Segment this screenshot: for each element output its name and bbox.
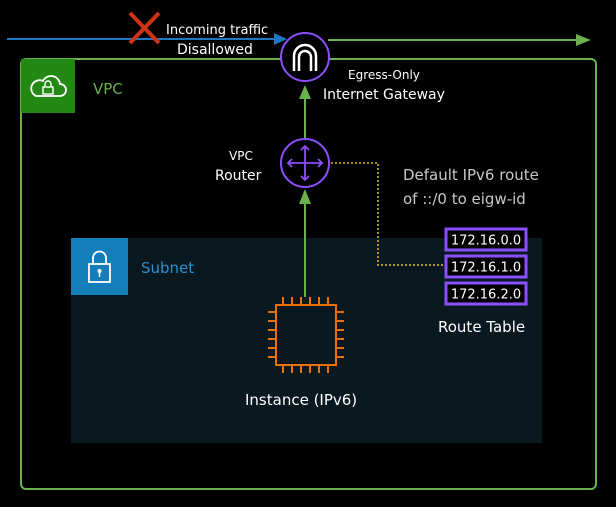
route-entry: 172.16.2.0 xyxy=(444,281,528,306)
disallowed-label: Disallowed xyxy=(177,42,253,58)
subnet-label: Subnet xyxy=(141,259,194,277)
router-icon xyxy=(280,138,330,188)
route-entry: 172.16.0.0 xyxy=(444,227,528,252)
gateway-label-line1: Egress-Only xyxy=(348,68,420,82)
route-dotted-line xyxy=(331,162,445,266)
cloud-lock-icon xyxy=(21,59,75,113)
egress-arrowhead xyxy=(576,34,591,46)
instance-label: Instance (IPv6) xyxy=(245,391,357,409)
gateway-icon xyxy=(280,32,330,82)
route-table-label: Route Table xyxy=(438,318,525,336)
vpc-label: VPC xyxy=(93,80,123,98)
route-note-line1: Default IPv6 route xyxy=(403,166,539,184)
router-label-line2: Router xyxy=(215,168,262,184)
gateway-label-line2: Internet Gateway xyxy=(323,87,445,103)
instance-to-router-arrowhead xyxy=(299,189,311,204)
route-note-line2: of ::/0 to eigw-id xyxy=(403,190,526,208)
route-entry-text: 172.16.2.0 xyxy=(451,288,521,303)
router-label-line1: VPC xyxy=(229,149,253,163)
route-table: 172.16.0.0 172.16.1.0 172.16.2.0 xyxy=(444,227,528,306)
router-to-gateway-arrowhead xyxy=(299,85,311,99)
route-entry-text: 172.16.0.0 xyxy=(451,234,521,249)
incoming-traffic-label: Incoming traffic xyxy=(166,23,268,38)
route-entry: 172.16.1.0 xyxy=(444,254,528,279)
route-entry-text: 172.16.1.0 xyxy=(451,261,521,276)
incoming-arrowhead xyxy=(274,33,287,45)
cross-icon xyxy=(128,11,161,45)
lock-icon xyxy=(71,238,128,295)
chip-icon xyxy=(268,297,344,373)
